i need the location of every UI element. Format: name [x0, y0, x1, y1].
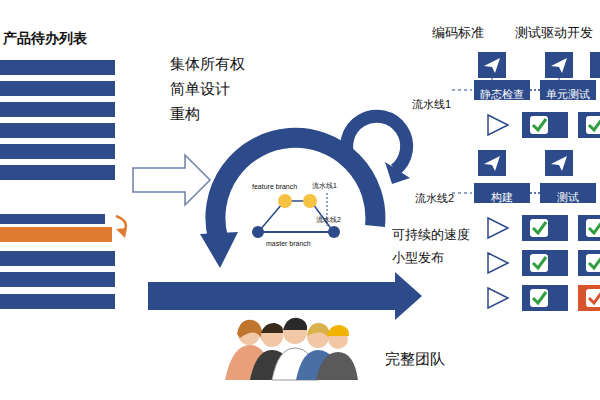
commit-dot — [252, 226, 264, 238]
backlog-bars — [0, 60, 115, 309]
text-label: feature branch — [252, 183, 297, 191]
small-loop — [347, 116, 407, 170]
text-label: 小型发布 — [392, 251, 444, 266]
commit-dot — [328, 226, 340, 238]
text-label: 流水线2 — [415, 192, 454, 205]
process-box: 构建 — [474, 183, 530, 203]
text-label: master branch — [266, 240, 311, 248]
delivery-arrow — [148, 272, 422, 320]
connector — [530, 89, 540, 91]
selected-item — [0, 227, 112, 242]
text-label: 编码标准 — [432, 26, 484, 41]
reorder-head — [116, 228, 127, 238]
loop-head — [200, 232, 238, 268]
text-label: 流水线1 — [312, 182, 337, 190]
process-box: 静态检查 — [474, 80, 530, 100]
box-text: 构建 — [491, 191, 513, 203]
text-label: 简单设计 — [170, 80, 230, 97]
feature-dot — [278, 194, 292, 208]
pipeline-rows — [488, 112, 600, 311]
process-box: 测试 — [540, 183, 596, 203]
text-label: 重构 — [170, 105, 200, 122]
text-label: 测试驱动开发 — [515, 26, 593, 41]
process-box: 单元测试 — [540, 80, 596, 100]
text-label: 完整团队 — [385, 350, 445, 367]
box-text: 测试 — [557, 191, 579, 203]
small-loop-head — [385, 162, 410, 184]
box-text: 单元测试 — [546, 88, 590, 100]
text-label: 流水线1 — [412, 98, 451, 111]
input-arrow — [133, 155, 210, 205]
master-line — [258, 231, 334, 233]
pipeline-panel — [452, 52, 600, 193]
text-label: 可持续的速度 — [392, 228, 470, 243]
text-label: 产品待办列表 — [3, 30, 87, 46]
feature-line — [290, 200, 305, 202]
box-text: 静态检查 — [480, 88, 524, 100]
text-label: 集体所有权 — [170, 55, 245, 72]
team-figures — [225, 318, 358, 380]
feature-dot — [303, 194, 317, 208]
text-label: 流水线2 — [316, 216, 341, 224]
connector — [530, 192, 540, 194]
